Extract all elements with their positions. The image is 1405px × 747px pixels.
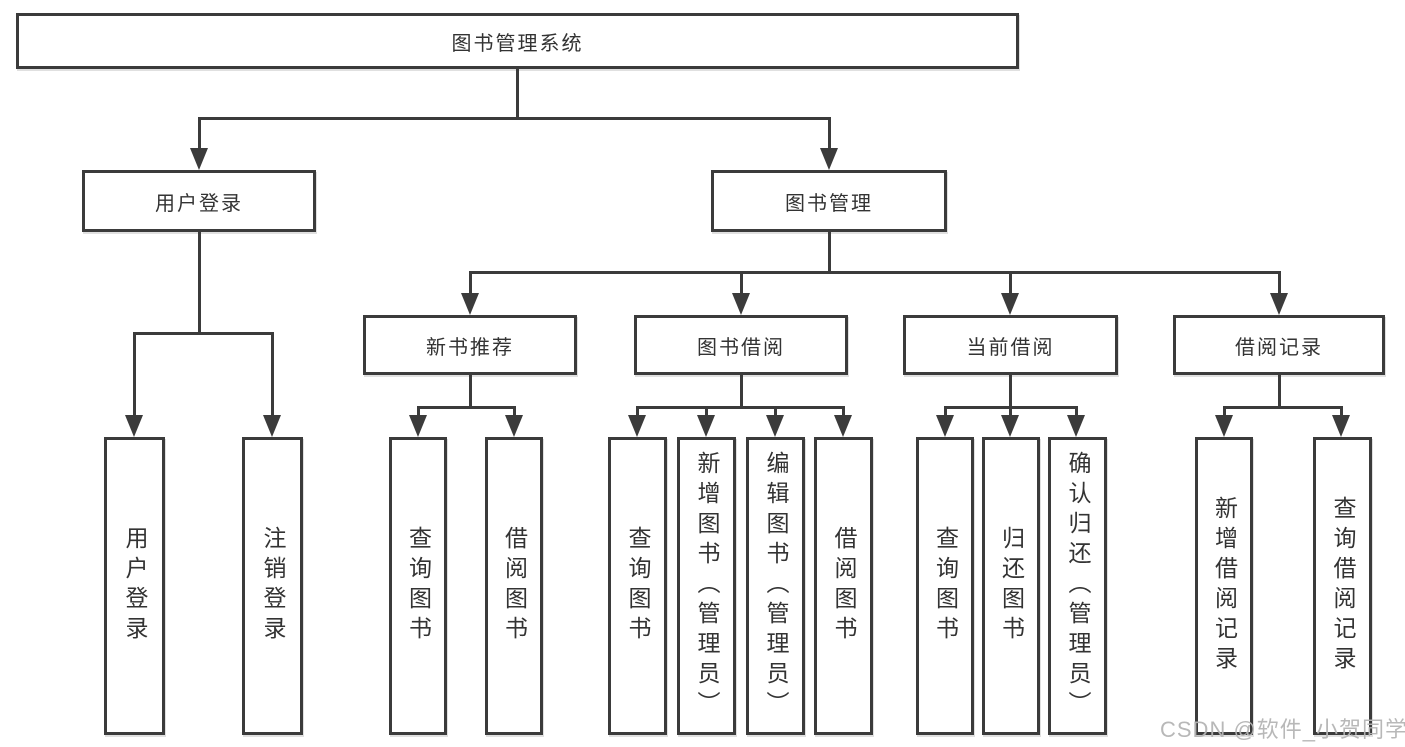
- connector-line: [1009, 375, 1012, 408]
- connector-line: [469, 375, 472, 408]
- node-label: 当前借阅: [966, 336, 1055, 359]
- node-label: 借阅图书: [501, 526, 528, 646]
- node-book-management: 图书管理: [711, 170, 947, 232]
- connector-line: [198, 117, 830, 120]
- connector-line: [1075, 406, 1078, 417]
- node-label: 编辑图书（管理员）: [763, 451, 789, 721]
- node-label: 图书管理系统: [451, 32, 584, 55]
- node-label: 查询图书: [405, 526, 432, 646]
- node-label: 图书管理: [785, 192, 873, 215]
- connector-line: [516, 69, 519, 118]
- leaf-borrow-books-recommend: 借阅图书: [485, 437, 543, 735]
- connector-line: [1223, 406, 1343, 409]
- node-label: 用户登录: [155, 192, 243, 215]
- node-label: 查询借阅记录: [1330, 496, 1356, 676]
- arrow-down-icon: [834, 415, 852, 437]
- node-label: 查询图书: [932, 526, 959, 646]
- node-label: 图书借阅: [697, 336, 785, 359]
- node-borrow-records: 借阅记录: [1173, 315, 1385, 375]
- arrow-down-icon: [1001, 415, 1019, 437]
- node-label: 新增借阅记录: [1211, 496, 1238, 676]
- connector-line: [1340, 406, 1343, 417]
- connector-line: [198, 117, 201, 150]
- arrow-down-icon: [766, 415, 784, 437]
- arrow-down-icon: [628, 415, 646, 437]
- arrow-down-icon: [1270, 293, 1288, 315]
- connector-line: [469, 271, 1281, 274]
- leaf-query-books-current: 查询图书: [916, 437, 974, 735]
- connector-line: [417, 406, 515, 409]
- node-user-login: 用户登录: [82, 170, 316, 232]
- connector-line: [271, 332, 274, 415]
- node-label: 查询图书: [625, 526, 651, 646]
- connector-line: [417, 406, 420, 417]
- connector-line: [1223, 406, 1226, 417]
- node-label: 借阅记录: [1235, 336, 1323, 359]
- node-label: 确认归还（管理员）: [1065, 451, 1091, 721]
- node-label: 借阅图书: [831, 526, 857, 646]
- leaf-query-books-borrow: 查询图书: [608, 437, 667, 735]
- connector-line: [133, 332, 273, 335]
- node-label: 注销登录: [260, 526, 286, 646]
- connector-line: [1009, 406, 1012, 417]
- connector-line: [469, 271, 472, 295]
- arrow-down-icon: [732, 293, 750, 315]
- node-label: 归还图书: [998, 526, 1025, 646]
- arrow-down-icon: [409, 415, 427, 437]
- node-label: 新书推荐: [426, 336, 514, 359]
- leaf-user-login: 用户登录: [104, 437, 165, 735]
- leaf-query-borrow-record: 查询借阅记录: [1313, 437, 1372, 735]
- connector-line: [636, 406, 639, 417]
- arrow-down-icon: [125, 415, 143, 437]
- leaf-edit-books-admin: 编辑图书（管理员）: [746, 437, 805, 735]
- node-library-system: 图书管理系统: [16, 13, 1019, 69]
- connector-line: [705, 406, 708, 417]
- connector-line: [513, 406, 516, 417]
- arrow-down-icon: [936, 415, 954, 437]
- arrow-down-icon: [190, 148, 208, 170]
- csdn-watermark: CSDN @软件_小贺同学: [1160, 717, 1405, 742]
- leaf-borrow-books: 借阅图书: [814, 437, 873, 735]
- connector-line: [740, 375, 743, 408]
- node-label: 新增图书（管理员）: [694, 451, 720, 721]
- connector-line: [1278, 271, 1281, 295]
- connector-line: [828, 117, 831, 150]
- arrow-down-icon: [263, 415, 281, 437]
- connector-line: [740, 271, 743, 295]
- connector-line: [1009, 271, 1012, 295]
- leaf-return-books: 归还图书: [982, 437, 1040, 735]
- connector-line: [133, 332, 136, 415]
- node-new-book-recommend: 新书推荐: [363, 315, 577, 375]
- arrow-down-icon: [1001, 293, 1019, 315]
- connector-line: [828, 232, 831, 273]
- node-current-borrow: 当前借阅: [903, 315, 1118, 375]
- connector-line: [198, 232, 201, 334]
- arrow-down-icon: [697, 415, 715, 437]
- node-label: 用户登录: [122, 526, 148, 646]
- arrow-down-icon: [505, 415, 523, 437]
- connector-line: [842, 406, 845, 417]
- connector-line: [774, 406, 777, 417]
- arrow-down-icon: [1332, 415, 1350, 437]
- leaf-add-borrow-record: 新增借阅记录: [1195, 437, 1253, 735]
- leaf-confirm-return-admin: 确认归还（管理员）: [1048, 437, 1107, 735]
- connector-line: [1278, 375, 1281, 408]
- arrow-down-icon: [1067, 415, 1085, 437]
- leaf-query-books-recommend: 查询图书: [389, 437, 447, 735]
- arrow-down-icon: [820, 148, 838, 170]
- connector-line: [944, 406, 947, 417]
- leaf-logout: 注销登录: [242, 437, 303, 735]
- leaf-add-books-admin: 新增图书（管理员）: [677, 437, 736, 735]
- node-book-borrow: 图书借阅: [634, 315, 848, 375]
- arrow-down-icon: [461, 293, 479, 315]
- arrow-down-icon: [1215, 415, 1233, 437]
- connector-line: [636, 406, 844, 409]
